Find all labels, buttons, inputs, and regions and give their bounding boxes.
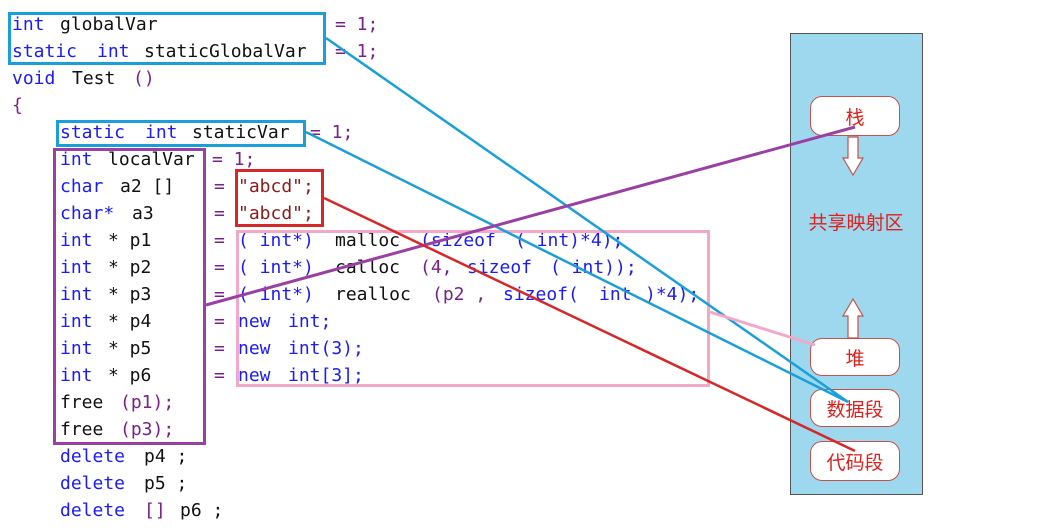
code-args: (p1); bbox=[120, 392, 175, 413]
code-qualifier: static bbox=[60, 122, 126, 143]
stack-region: 栈 bbox=[810, 96, 900, 136]
code-equals: = bbox=[214, 257, 225, 278]
code-delete-target: p6 ; bbox=[180, 500, 224, 521]
code-type: char* bbox=[60, 203, 115, 224]
code-delete: delete bbox=[60, 446, 126, 467]
code-args: (p3); bbox=[120, 419, 175, 440]
code-segment-region: 代码段 bbox=[810, 441, 900, 481]
heap-alloc-box bbox=[236, 230, 710, 387]
static-var-box bbox=[56, 120, 306, 147]
code-assignment: = 1; bbox=[310, 122, 354, 143]
code-identifier: staticGlobalVar bbox=[144, 41, 307, 62]
code-equals: = bbox=[214, 176, 225, 197]
code-equals: = bbox=[214, 203, 225, 224]
code-type: int bbox=[60, 365, 93, 386]
code-assignment: = 1; bbox=[335, 14, 379, 35]
code-brackets: [] bbox=[144, 500, 166, 521]
code-function-call: free bbox=[60, 419, 104, 440]
code-type: int bbox=[60, 284, 93, 305]
code-identifier: * p3 bbox=[108, 284, 152, 305]
code-type: int bbox=[60, 311, 93, 332]
code-type: int bbox=[145, 122, 178, 143]
code-identifier: * p2 bbox=[108, 257, 152, 278]
heap-region: 堆 bbox=[810, 338, 900, 376]
shared-mapping-region: 共享映射区 bbox=[808, 212, 904, 234]
code-delete-target: p4 ; bbox=[144, 446, 188, 467]
code-equals: = bbox=[214, 338, 225, 359]
code-delete: delete bbox=[60, 473, 126, 494]
code-identifier: * p4 bbox=[108, 311, 152, 332]
code-parens: () bbox=[133, 68, 155, 89]
code-identifier: a2 [] bbox=[120, 176, 175, 197]
code-delete-target: p5 ; bbox=[144, 473, 188, 494]
code-identifier: localVar bbox=[108, 149, 195, 170]
code-brace: { bbox=[12, 95, 23, 116]
code-equals: = bbox=[214, 311, 225, 332]
code-delete: delete bbox=[60, 500, 126, 521]
code-identifier: * p6 bbox=[108, 365, 152, 386]
code-new: new bbox=[238, 338, 271, 359]
code-qualifier: static bbox=[12, 41, 78, 62]
code-identifier: * p1 bbox=[108, 230, 152, 251]
code-type: int bbox=[60, 230, 93, 251]
code-assignment: = 1; bbox=[335, 41, 379, 62]
code-equals: = bbox=[214, 284, 225, 305]
code-function-name: Test bbox=[72, 68, 116, 89]
local-vars-box bbox=[53, 148, 206, 445]
code-identifier: a3 bbox=[132, 203, 154, 224]
string-literal-box bbox=[235, 169, 324, 227]
code-equals: = bbox=[214, 230, 225, 251]
code-type: void bbox=[12, 68, 56, 89]
code-type: int bbox=[12, 14, 45, 35]
code-identifier: * p5 bbox=[108, 338, 152, 359]
code-type: int bbox=[60, 149, 93, 170]
code-identifier: globalVar bbox=[60, 14, 158, 35]
data-segment-region: 数据段 bbox=[810, 389, 900, 427]
global-vars-box bbox=[8, 12, 326, 65]
code-function-call: free bbox=[60, 392, 104, 413]
code-new: new bbox=[238, 311, 271, 332]
code-type: int bbox=[60, 257, 93, 278]
code-new: new bbox=[238, 365, 271, 386]
code-type: char bbox=[60, 176, 104, 197]
code-equals: = bbox=[214, 365, 225, 386]
code-type: int bbox=[60, 338, 93, 359]
code-type: int bbox=[97, 41, 130, 62]
